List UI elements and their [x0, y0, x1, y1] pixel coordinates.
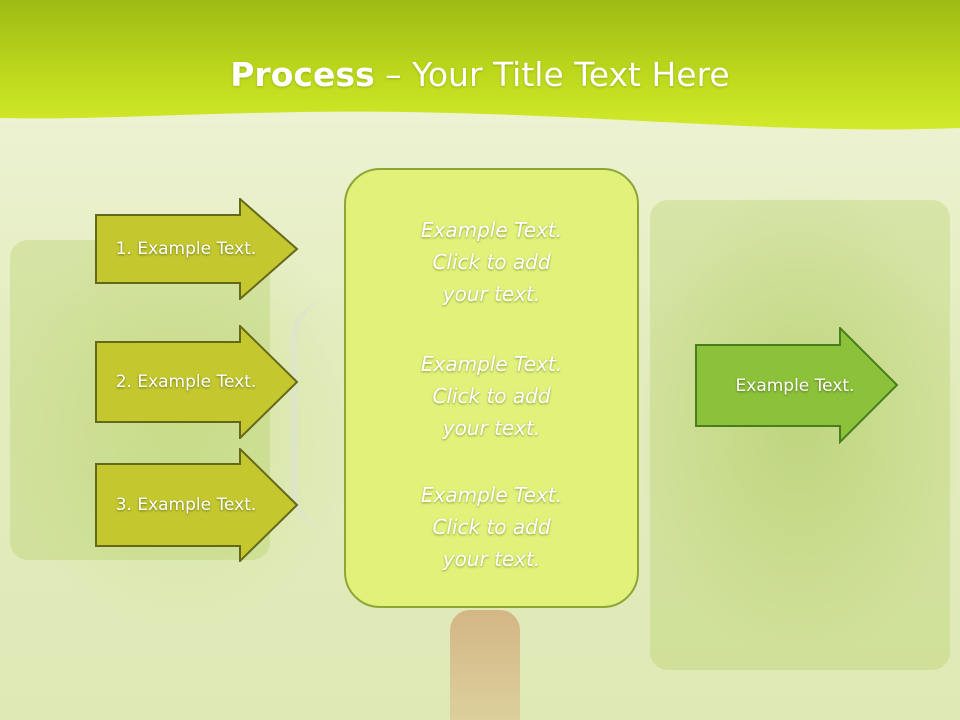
- left-arrow-1: 1. Example Text.: [95, 198, 300, 300]
- center-block-1-line-2: Click to add: [432, 250, 551, 274]
- left-arrow-3-label: 3. Example Text.: [115, 495, 257, 515]
- center-block-1-line-1: Example Text.: [420, 218, 563, 242]
- title-bold: Process: [230, 55, 375, 94]
- paint-roller-handle: [290, 300, 358, 530]
- right-arrow: Example Text.: [695, 327, 900, 444]
- center-block-3-line-1: Example Text.: [420, 483, 563, 507]
- paint-roller-grip: [450, 610, 520, 720]
- center-block-2-line-1: Example Text.: [420, 352, 563, 376]
- center-block-2-line-2: Click to add: [432, 384, 551, 408]
- center-text-block-3: Example Text. Click to add your text.: [346, 479, 637, 575]
- right-arrow-label: Example Text.: [735, 375, 855, 396]
- center-text-block-2: Example Text. Click to add your text.: [346, 348, 637, 444]
- left-arrow-2: 2. Example Text.: [95, 325, 300, 439]
- center-text-box[interactable]: Example Text. Click to add your text. Ex…: [344, 168, 639, 608]
- center-block-3-line-2: Click to add: [432, 515, 551, 539]
- left-arrow-1-label: 1. Example Text.: [115, 239, 257, 259]
- left-arrow-3: 3. Example Text.: [95, 448, 300, 562]
- left-arrow-2-label: 2. Example Text.: [115, 372, 257, 392]
- slide-title: Process – Your Title Text Here: [0, 54, 960, 96]
- title-rest: – Your Title Text Here: [374, 55, 730, 94]
- center-text-block-1: Example Text. Click to add your text.: [346, 214, 637, 310]
- paint-stroke-right: [650, 200, 950, 670]
- center-block-1-line-3: your text.: [442, 282, 541, 306]
- center-block-3-line-3: your text.: [442, 547, 541, 571]
- center-block-2-line-3: your text.: [442, 416, 541, 440]
- header-banner: [0, 0, 960, 135]
